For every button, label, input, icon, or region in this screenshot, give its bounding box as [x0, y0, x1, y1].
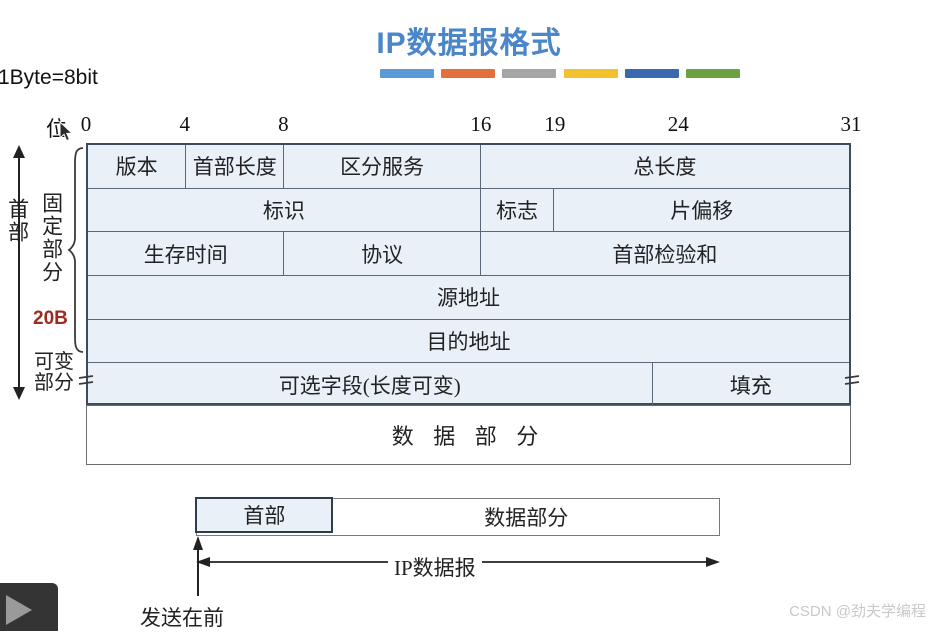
label-fixed-size: 20B — [33, 308, 68, 329]
row-identification: 标识标志 片偏移 — [88, 188, 849, 233]
bar-green — [685, 68, 740, 78]
field-cell: 标志 — [481, 188, 555, 232]
page-title: IP数据报格式 — [376, 27, 562, 60]
field-cell: 标识 — [88, 188, 481, 232]
send-first-arrow — [190, 536, 206, 596]
bit-ruler: 0 4 8 16 19 24 31 — [0, 112, 938, 140]
fixed-part-brace-icon — [66, 146, 86, 354]
watermark: CSDN @劲夫学编程 — [789, 603, 926, 620]
field-cell: 目的地址 — [426, 329, 511, 354]
datagram-strip: 首部 数据部分 — [195, 497, 720, 536]
send-first-label: 发送在前 — [140, 606, 224, 630]
bit-tick-4: 4 — [179, 112, 190, 136]
bar-blue-dark — [624, 68, 679, 78]
field-cell: 协议 — [284, 232, 481, 275]
ip-datagram-label: IP数据报 — [388, 552, 482, 582]
bar-yellow — [563, 68, 618, 78]
bar-orange — [441, 68, 496, 78]
label-fixed-part-vertical: 固定部分 — [39, 192, 64, 284]
bit-tick-31: 31 — [840, 112, 862, 136]
row-options: 可选字段(长度可变) 填充 — [88, 363, 849, 407]
row-destination-address: 目的地址 — [88, 320, 849, 364]
play-triangle-icon — [6, 595, 32, 625]
bar-blue-light — [380, 68, 434, 78]
field-cell: 填充 — [729, 374, 772, 399]
field-cell: 版本 — [88, 145, 187, 188]
field-cell: 片偏移 — [670, 198, 734, 223]
label-variable-part-line1: 可变 — [34, 351, 74, 373]
bit-tick-19: 19 — [544, 112, 566, 136]
bar-gray — [502, 68, 557, 78]
field-cell: 首部长度 — [186, 145, 285, 188]
field-cell: 总长度 — [633, 155, 697, 180]
bit-tick-0: 0 — [80, 112, 92, 136]
video-play-badge[interactable] — [0, 583, 58, 631]
ip-header-table: 版本首部长度区分服务 总长度标识标志 片偏移生存时间协议 首部检验和源地址目的地址可选… — [86, 143, 851, 407]
options-break-mark-left-icon — [78, 373, 94, 389]
field-cell: 区分服务 — [284, 145, 481, 188]
row-source-address: 源地址 — [88, 276, 849, 320]
bit-tick-8: 8 — [278, 112, 289, 136]
bit-tick-16: 16 — [470, 112, 492, 136]
options-break-mark-right-icon — [844, 373, 860, 389]
row-ttl: 生存时间协议 首部检验和 — [88, 232, 849, 276]
label-variable-part: 可变 部分 — [30, 352, 78, 394]
label-header-vertical: 首部 — [5, 198, 30, 244]
datagram-strip-data: 数据部分 — [484, 506, 569, 530]
field-cell: 首部检验和 — [612, 242, 718, 267]
data-part-cell: 数 据 部 分 — [86, 405, 851, 465]
label-variable-part-line2: 部分 — [34, 372, 74, 394]
accent-bar-group — [380, 68, 740, 78]
row-version: 版本首部长度区分服务 总长度 — [88, 145, 849, 189]
mouse-cursor-icon — [59, 120, 74, 142]
field-cell: 可选字段(长度可变) — [88, 363, 653, 407]
field-cell: 源地址 — [437, 286, 500, 311]
field-cell: 生存时间 — [88, 232, 285, 275]
bit-tick-24: 24 — [667, 112, 689, 136]
header-span-arrow — [8, 145, 30, 400]
datagram-strip-header: 首部 — [195, 497, 334, 534]
byte-note-label: 1Byte=8bit — [0, 66, 98, 89]
